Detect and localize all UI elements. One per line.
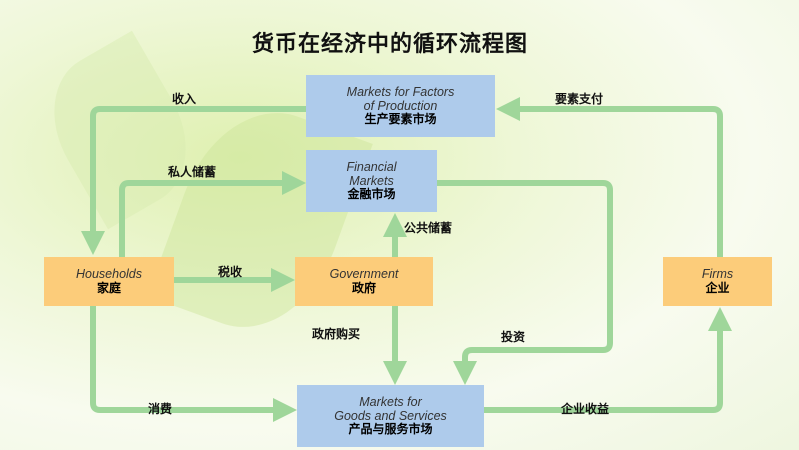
box-label-en: Firms bbox=[701, 267, 734, 282]
box-label-en: of Production bbox=[363, 99, 438, 114]
gov-purchases-label: 政府购买 bbox=[312, 327, 361, 341]
box-label-en: Markets for bbox=[359, 394, 422, 409]
box-label-zh: 政府 bbox=[351, 280, 376, 295]
box-label-zh: 企业 bbox=[705, 280, 730, 295]
consumption-arrow bbox=[90, 306, 297, 422]
box-label-en: Financial bbox=[346, 159, 397, 174]
box-label-en: Markets bbox=[349, 174, 394, 189]
private-savings-arrow bbox=[119, 171, 306, 257]
factor-payments-arrow bbox=[496, 97, 723, 257]
government-box: Government 政府 bbox=[295, 257, 433, 306]
households-box: Households 家庭 bbox=[44, 257, 174, 306]
financial-markets-box: Financial Markets 金融市场 bbox=[306, 150, 437, 212]
taxes-label: 税收 bbox=[218, 265, 243, 279]
private-savings-label: 私人储蓄 bbox=[168, 165, 217, 179]
box-label-en: Government bbox=[329, 267, 399, 282]
income-arrow bbox=[81, 106, 306, 255]
firm-revenue-arrow bbox=[484, 307, 732, 413]
consumption-label: 消费 bbox=[148, 402, 173, 416]
box-label-en: Goods and Services bbox=[334, 409, 447, 424]
public-savings-label: 公共储蓄 bbox=[404, 221, 453, 235]
income-label: 收入 bbox=[172, 92, 197, 106]
box-label-en: Households bbox=[75, 267, 142, 282]
factor-payments-label: 要素支付 bbox=[555, 92, 604, 106]
goods-markets-box: Markets for Goods and Services 产品与服务市场 bbox=[297, 385, 484, 447]
investment-arrow bbox=[437, 180, 613, 385]
page-title: 货币在经济中的循环流程图 bbox=[251, 32, 528, 57]
box-label-zh: 金融市场 bbox=[347, 187, 396, 202]
firm-revenue-label: 企业收益 bbox=[561, 402, 610, 416]
box-label-en: Markets for Factors bbox=[346, 84, 455, 99]
investment-label: 投资 bbox=[501, 330, 526, 344]
box-label-zh: 生产要素市场 bbox=[364, 112, 437, 127]
box-label-zh: 家庭 bbox=[96, 280, 121, 295]
box-label-zh: 产品与服务市场 bbox=[348, 422, 433, 437]
firms-box: Firms 企业 bbox=[663, 257, 772, 306]
factor-markets-box: Markets for Factors of Production 生产要素市场 bbox=[306, 75, 495, 137]
